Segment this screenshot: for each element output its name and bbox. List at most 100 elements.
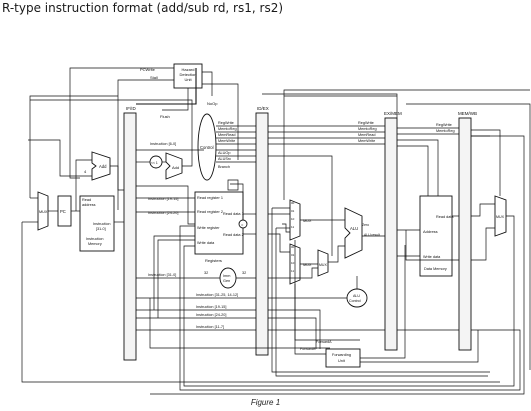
forward-b-label: ForwardB [300, 347, 316, 351]
forwarding-unit: Forwarding Unit [325, 348, 361, 368]
svg-text:Read register 2: Read register 2 [197, 210, 223, 214]
noop-label: NoOp [207, 101, 218, 106]
instr-31-0-label: Instruction [31-0] [148, 273, 176, 277]
svg-text:=: = [241, 222, 244, 227]
forward-a-mux: 00 01 10 11 MUX [289, 199, 312, 241]
svg-text:Unit: Unit [338, 359, 346, 363]
svg-text:32: 32 [242, 271, 246, 275]
svg-text:Read register 1: Read register 1 [197, 196, 223, 200]
svg-text:01: 01 [291, 253, 295, 257]
equality-comparator: = [238, 219, 248, 229]
svg-text:32: 32 [204, 271, 208, 275]
page-title: R-type instruction format (add/sub rd, r… [2, 1, 284, 15]
svg-text:MemRead: MemRead [218, 133, 236, 137]
ex-mem-register: EX/MEM [384, 111, 402, 351]
svg-text:Write data: Write data [423, 255, 441, 259]
svg-text:01: 01 [291, 209, 295, 213]
svg-text:MemWrite: MemWrite [218, 139, 235, 143]
svg-text:MemWrite: MemWrite [358, 139, 375, 143]
four-constant: 4 [84, 169, 87, 174]
pcwrite-label: PCWrite [140, 67, 156, 72]
svg-text:Hazard: Hazard [182, 67, 195, 72]
shift-left-unit: << 1 [149, 155, 163, 169]
instr-11-7-label: Instruction [11-7] [196, 325, 224, 329]
svg-text:10: 10 [291, 261, 295, 265]
alusrc-mux: MUX [317, 249, 329, 277]
svg-text:Read data 1: Read data 1 [223, 212, 244, 216]
id-ex-register: ID/EX [255, 106, 269, 356]
svg-text:Zero: Zero [362, 223, 369, 227]
svg-text:EX/MEM: EX/MEM [384, 111, 402, 116]
svg-text:ALU: ALU [350, 226, 358, 231]
svg-text:Instruction: Instruction [93, 222, 111, 226]
svg-text:MUX: MUX [303, 263, 312, 267]
svg-text:MUX: MUX [39, 210, 48, 214]
mem-wb-register: MEM/WB [458, 111, 477, 351]
svg-text:ALU: ALU [353, 294, 360, 298]
hazard-detection-unit: Hazard Detection Unit [173, 63, 203, 89]
svg-text:10: 10 [291, 217, 295, 221]
svg-text:00: 00 [291, 201, 295, 205]
branch-adder: Add [165, 152, 183, 180]
svg-text:RegWrite: RegWrite [218, 121, 234, 125]
svg-text:MEM/WB: MEM/WB [458, 111, 477, 116]
svg-text:address: address [82, 203, 96, 207]
pc-adder: Add [91, 151, 111, 181]
control-unit: Control [197, 113, 217, 181]
svg-text:Control: Control [200, 145, 214, 150]
svg-text:00: 00 [291, 245, 295, 249]
svg-text:Imm: Imm [223, 274, 230, 278]
svg-text:ALU result: ALU result [364, 233, 380, 237]
instr-24-20-label: Instruction [24-20] [148, 211, 178, 215]
register-file: Read register 1 Read register 2 Write re… [194, 191, 244, 263]
svg-text:Detection: Detection [180, 72, 197, 77]
svg-text:Read: Read [82, 198, 91, 202]
idex-control-signals: RegWrite MemtoReg MemRead MemWrite ALUOp… [216, 121, 256, 169]
svg-text:11: 11 [291, 269, 294, 273]
svg-text:RegWrite: RegWrite [436, 123, 452, 127]
svg-text:[31-0]: [31-0] [96, 227, 106, 231]
svg-text:Add: Add [172, 165, 179, 170]
svg-text:11: 11 [291, 225, 294, 229]
data-memory: Address Read data Write data Data Memory [419, 195, 454, 277]
instr-19-15-label: Instruction [19-15] [148, 197, 178, 201]
svg-text:Unit: Unit [184, 77, 192, 82]
svg-text:ALUSrc: ALUSrc [218, 157, 231, 161]
svg-text:Data Memory: Data Memory [424, 267, 447, 271]
svg-text:<< 1: << 1 [151, 161, 158, 165]
svg-text:Memory: Memory [88, 242, 102, 246]
svg-text:MemtoReg: MemtoReg [436, 129, 455, 133]
exmem-control-signals: RegWrite MemtoReg MemRead MemWrite [268, 121, 385, 145]
alu: ALU Zero ALU result [344, 207, 380, 259]
figure-caption: Figure 1 [250, 398, 281, 407]
svg-text:MemtoReg: MemtoReg [218, 127, 237, 131]
svg-text:Gen: Gen [223, 279, 230, 283]
pc-mux: MUX [37, 191, 49, 231]
imm-gen: Imm Gen [219, 267, 237, 289]
svg-text:ALUOp: ALUOp [218, 151, 230, 155]
svg-text:MemRead: MemRead [358, 133, 376, 137]
svg-text:MUX: MUX [303, 219, 312, 223]
svg-text:Registers: Registers [205, 258, 222, 263]
memwb-control-signals: RegWrite MemtoReg [397, 123, 459, 135]
svg-text:Write data: Write data [197, 241, 215, 245]
svg-text:Add: Add [99, 164, 107, 169]
svg-text:IF/ID: IF/ID [126, 106, 136, 111]
svg-text:ID/EX: ID/EX [257, 106, 269, 111]
svg-text:PC: PC [60, 209, 66, 214]
flush-label: Flush [160, 114, 170, 119]
svg-text:Control: Control [349, 299, 361, 303]
svg-text:MemtoReg: MemtoReg [358, 127, 377, 131]
alu-control: ALU Control [346, 288, 368, 308]
svg-text:MUX: MUX [496, 215, 505, 219]
svg-text:Read data 2: Read data 2 [223, 233, 244, 237]
stall-label: Stall [150, 75, 158, 80]
instruction-memory: Read address Instruction [31-0] Instruct… [79, 195, 115, 252]
writeback-mux: MUX [494, 195, 507, 237]
svg-text:Instruction: Instruction [86, 237, 104, 241]
svg-text:Read data: Read data [436, 215, 454, 219]
instr-31-25-label: Instruction [31-25, 14-12] [196, 293, 238, 297]
svg-text:Address: Address [423, 229, 438, 234]
svg-text:RegWrite: RegWrite [358, 121, 374, 125]
